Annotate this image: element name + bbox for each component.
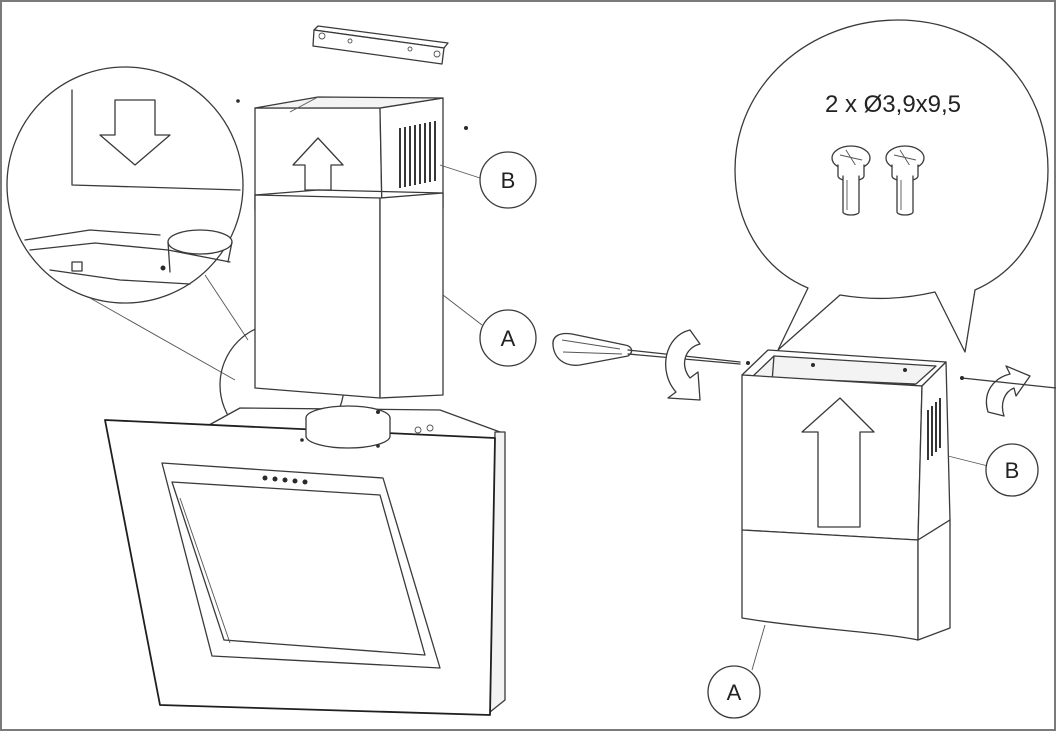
vent-slots bbox=[399, 121, 436, 188]
up-arrow-icon bbox=[99, 99, 171, 166]
outlet-collar bbox=[305, 405, 391, 449]
chimney-assembly-right bbox=[741, 349, 951, 641]
mounting-bracket bbox=[312, 25, 449, 65]
screw-spec-text: 2 x Ø3,9x9,5 bbox=[825, 91, 961, 118]
callout-label: B bbox=[501, 168, 516, 193]
up-arrow-icon bbox=[292, 137, 344, 191]
callout-a-right: A bbox=[707, 624, 766, 719]
callout-label: B bbox=[1005, 458, 1020, 483]
screw-detail-bubble: 2 x Ø3,9x9,5 bbox=[734, 19, 1049, 353]
rotate-clockwise-icon bbox=[665, 329, 701, 401]
magnified-detail-left bbox=[6, 66, 249, 381]
control-panel bbox=[262, 475, 308, 485]
vent-slots bbox=[927, 398, 941, 460]
callout-label: A bbox=[727, 680, 742, 705]
up-arrow-icon bbox=[801, 397, 875, 528]
lower-chimney-left bbox=[254, 189, 444, 399]
screw-icon bbox=[885, 145, 925, 216]
callout-b-left: B bbox=[439, 151, 537, 209]
screwdriver-icon bbox=[552, 332, 750, 366]
cooker-hood bbox=[104, 405, 506, 716]
callout-a-left: A bbox=[442, 294, 537, 367]
screw-icon bbox=[831, 145, 871, 216]
callout-label: A bbox=[501, 326, 516, 351]
screwdriver-shaft-right bbox=[961, 377, 1056, 389]
rotate-clockwise-icon bbox=[985, 365, 1031, 417]
callout-b-right: B bbox=[947, 443, 1039, 497]
